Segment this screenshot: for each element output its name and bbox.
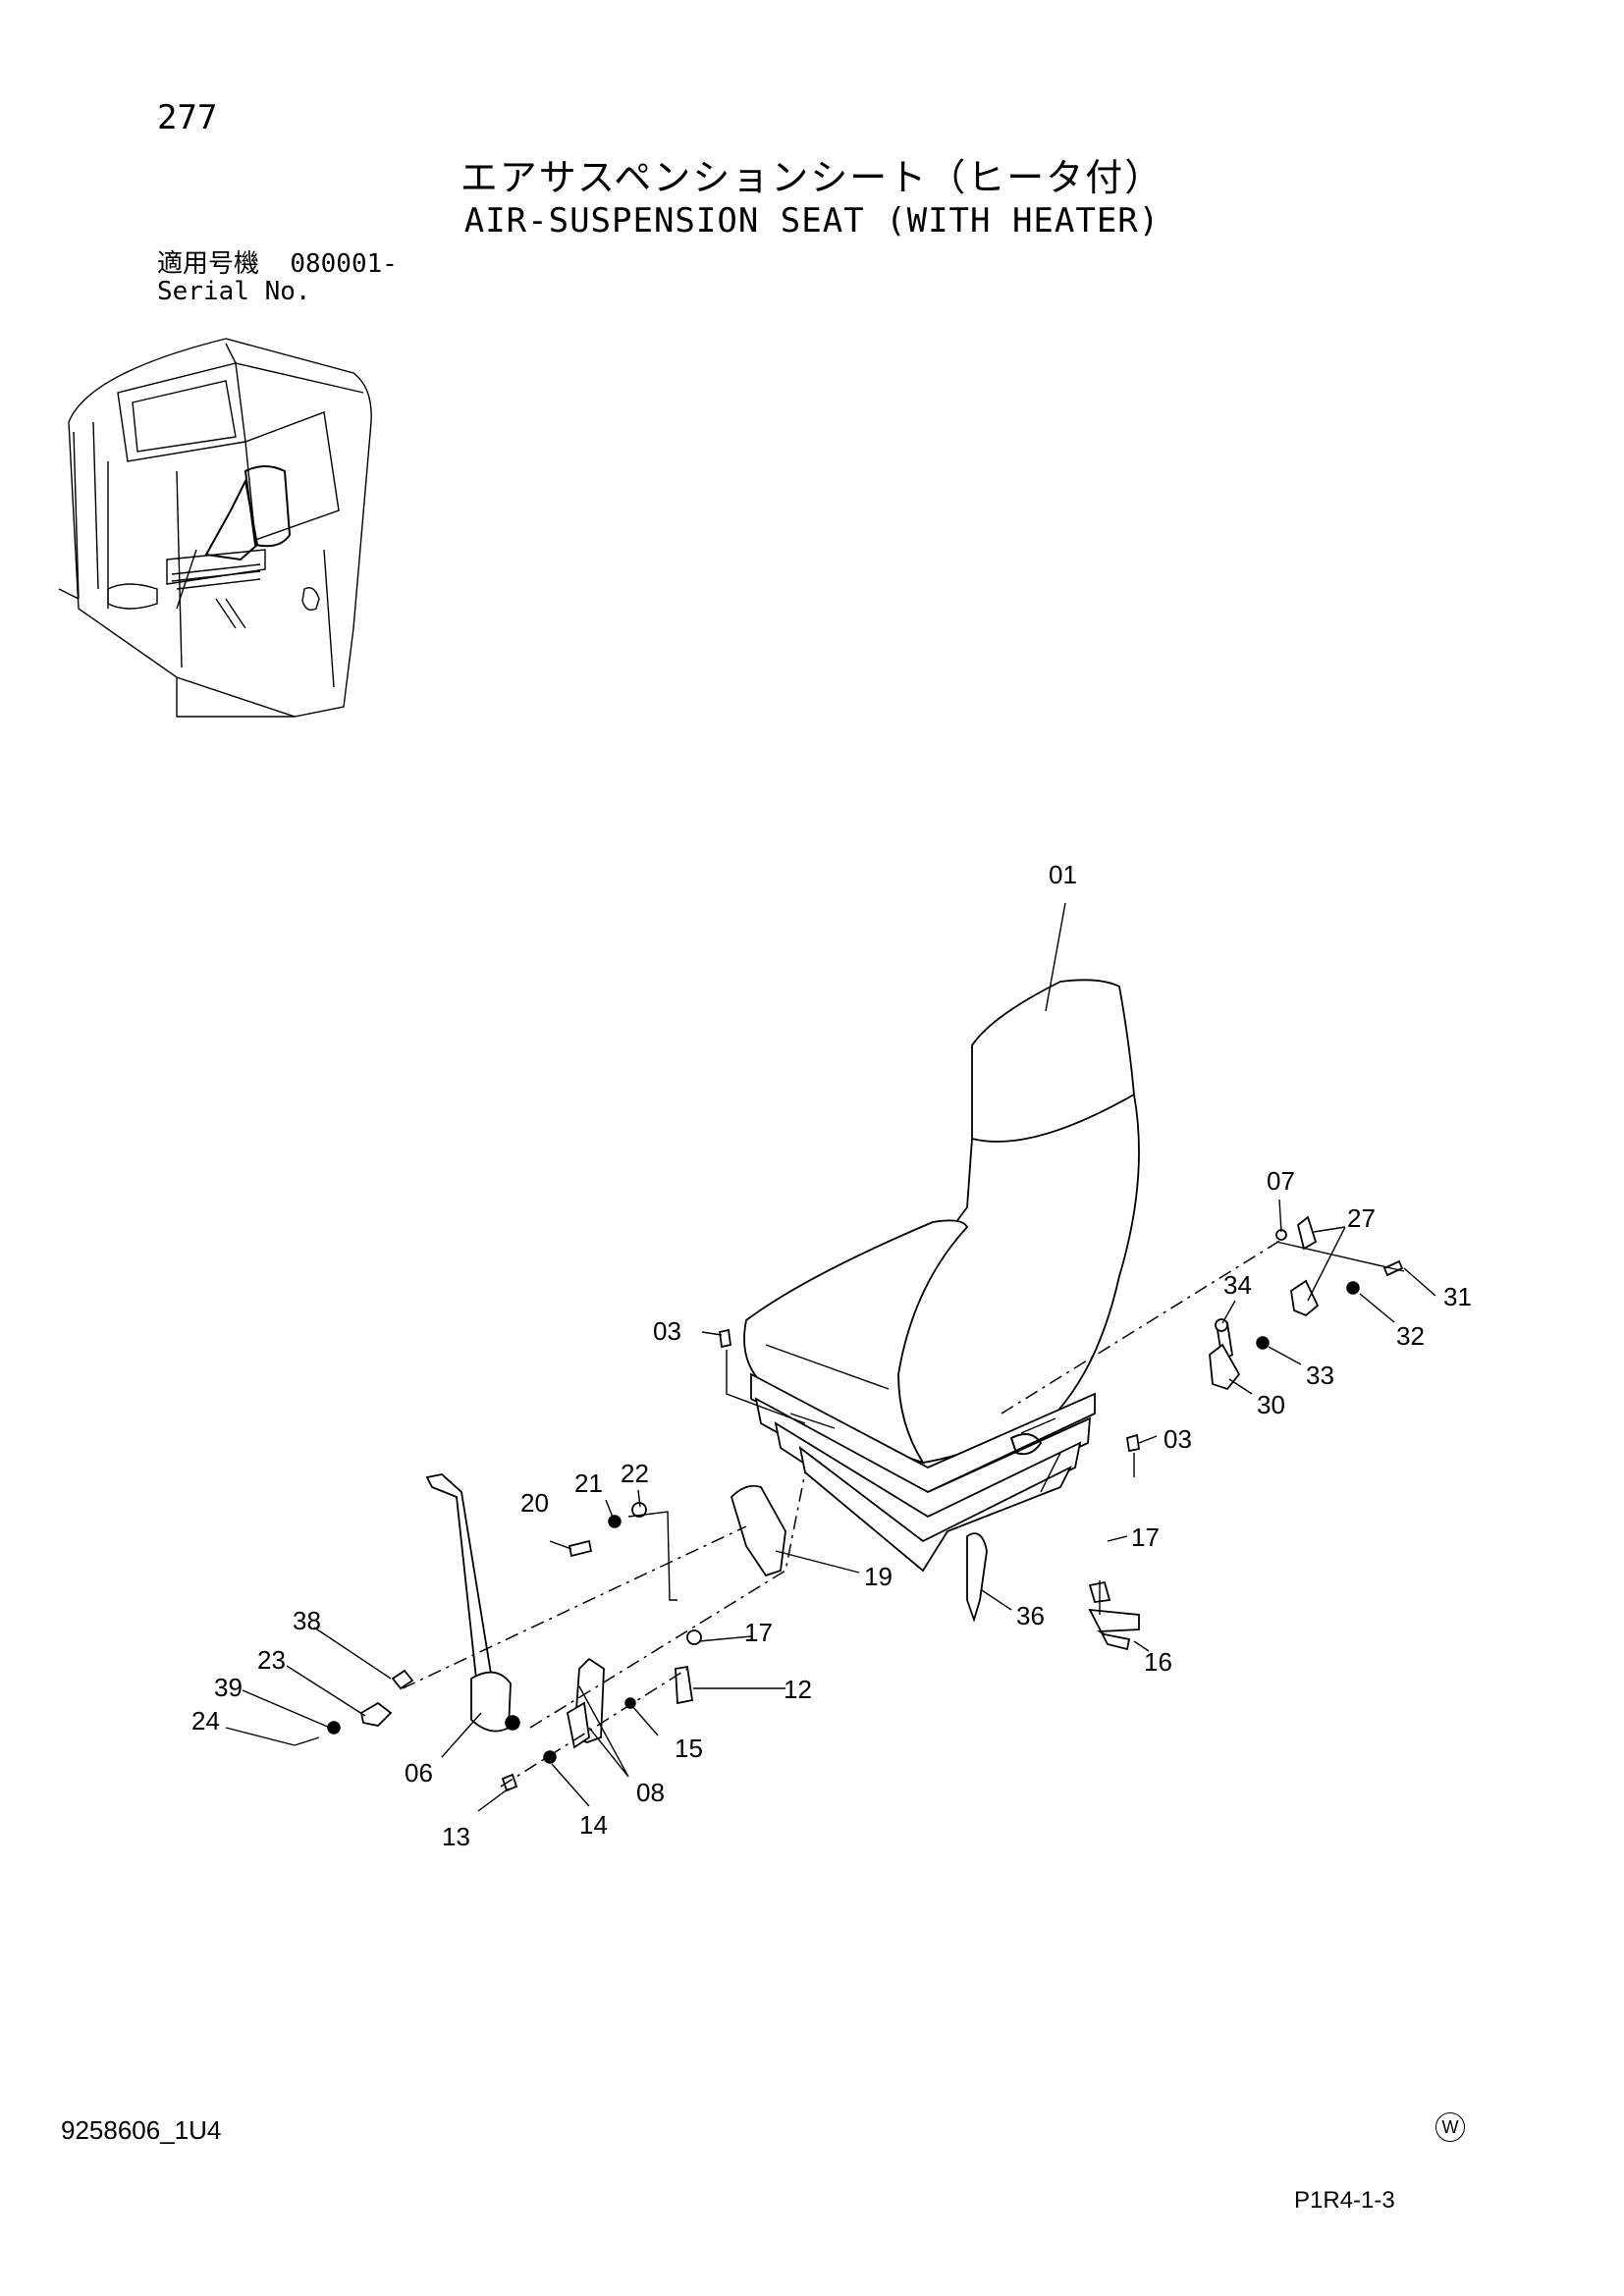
callout-32: 32	[1396, 1321, 1425, 1351]
callout-07: 07	[1267, 1166, 1295, 1196]
w-mark: W	[1435, 2112, 1465, 2142]
callout-16: 16	[1144, 1647, 1172, 1677]
callout-01: 01	[1049, 860, 1077, 889]
cab-overview-icon	[58, 338, 372, 718]
callout-14: 14	[579, 1810, 608, 1840]
callout-36: 36	[1016, 1601, 1045, 1630]
callout-17-left: 17	[744, 1618, 773, 1647]
serial-value: 080001-	[290, 249, 398, 279]
serial-label-en: Serial No.	[157, 277, 311, 306]
callout-38: 38	[293, 1606, 321, 1635]
callout-33: 33	[1306, 1361, 1334, 1390]
callout-17-right: 17	[1131, 1522, 1160, 1552]
callout-31: 31	[1443, 1282, 1472, 1311]
serial-label-jp: 適用号機	[157, 249, 260, 279]
callout-19: 19	[864, 1562, 893, 1591]
callout-03-right: 03	[1164, 1424, 1192, 1454]
belt-parts-icon	[294, 1215, 1404, 1792]
callout-39: 39	[214, 1673, 243, 1702]
callout-22: 22	[621, 1459, 649, 1488]
page-reference: P1R4-1-3	[1294, 2187, 1395, 2214]
callout-24: 24	[191, 1706, 220, 1735]
callout-34: 34	[1223, 1270, 1252, 1300]
title-japanese: エアサスペンションシート（ヒータ付）	[460, 156, 1164, 199]
document-code: 9258606_1U4	[61, 2115, 222, 2145]
callout-06: 06	[405, 1758, 433, 1788]
callout-labels: 01 03 03 07 27 31 32 33 34 30 17 16 36 1…	[191, 860, 1472, 1851]
callout-27: 27	[1347, 1203, 1376, 1233]
callout-03-left: 03	[653, 1316, 681, 1346]
callout-21: 21	[574, 1468, 603, 1498]
callout-23: 23	[257, 1645, 286, 1675]
leader-lines	[225, 902, 1436, 1812]
callout-30: 30	[1257, 1390, 1285, 1419]
callout-15: 15	[675, 1734, 703, 1763]
serial-block: 適用号機 080001- Serial No.	[157, 250, 398, 305]
callout-20: 20	[520, 1488, 549, 1518]
callout-12: 12	[784, 1675, 812, 1704]
callout-08: 08	[636, 1778, 665, 1807]
seat-icon	[743, 979, 1140, 1573]
title-english: AIR-SUSPENSION SEAT (WITH HEATER)	[463, 201, 1161, 240]
page-number: 277	[157, 98, 218, 137]
assembly-lines	[402, 1236, 1405, 1788]
callout-13: 13	[442, 1822, 470, 1851]
